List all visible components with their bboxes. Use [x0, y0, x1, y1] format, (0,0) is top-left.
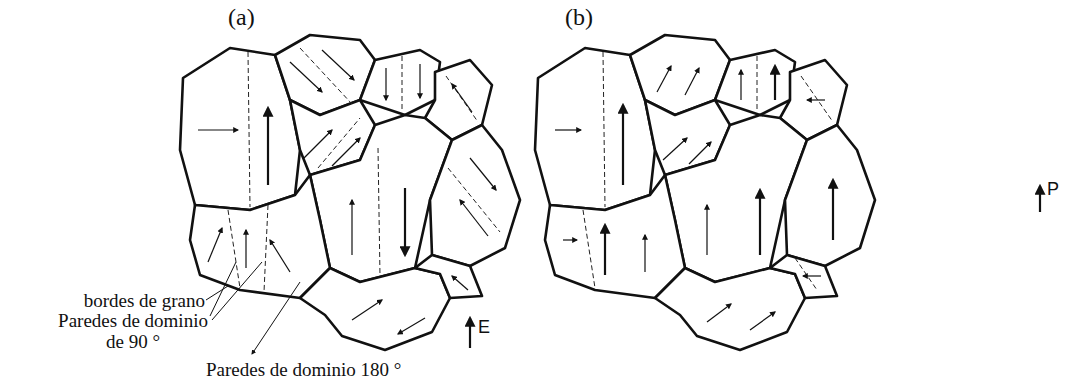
grain-cluster-a	[180, 35, 520, 354]
callout-label: Paredes de dominio 180 °	[206, 360, 401, 381]
field-symbol: E	[478, 318, 490, 338]
callout-label: bordes de grano	[84, 291, 205, 312]
field-symbol: P	[1047, 180, 1059, 200]
panel-label: (a)	[228, 4, 255, 30]
grain-cluster-b	[535, 35, 875, 350]
polarization-arrow	[1039, 186, 1041, 212]
panel-label: (b)	[565, 4, 593, 30]
callout-label: Paredes de dominio de 90 °	[58, 311, 208, 353]
